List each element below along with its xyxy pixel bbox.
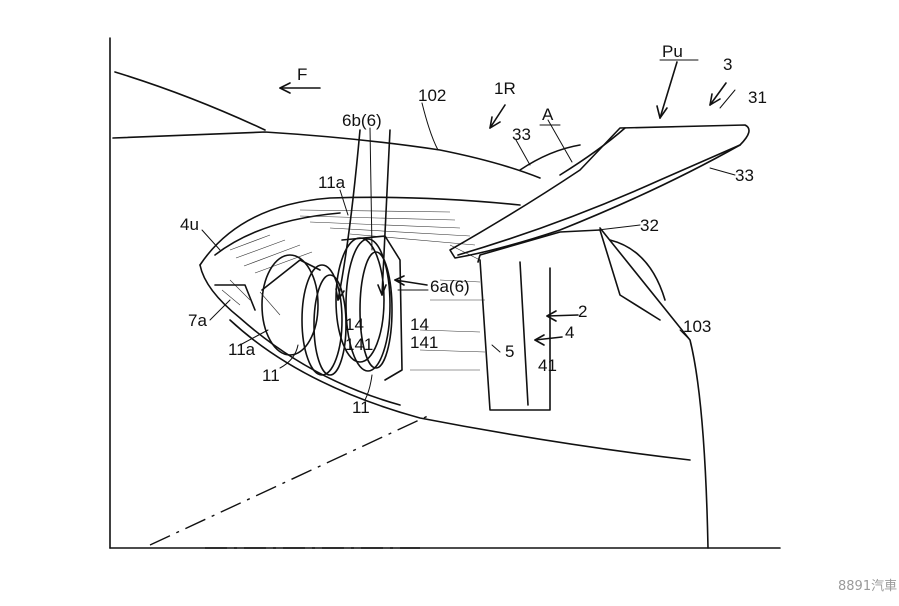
spoiler-leading-edge: [559, 127, 626, 176]
side-duct-outline: [599, 229, 661, 321]
spoiler-stay-33: [519, 144, 581, 171]
housing-lower-edge: [199, 264, 401, 406]
exhaust-back-link: [261, 259, 321, 291]
label-141-left: 141: [345, 335, 373, 354]
housing-top-edge: [199, 196, 521, 266]
label-11a-top: 11a: [318, 173, 346, 192]
label-33-lower: 33: [735, 166, 754, 185]
label-11-left: 11: [262, 366, 280, 385]
label-3: 3: [723, 55, 732, 74]
label-32: 32: [640, 216, 659, 235]
label-103: 103: [683, 317, 711, 336]
diffuser-body: [479, 259, 551, 411]
body-upper-edge: [114, 71, 266, 131]
centerline-diagonal: [149, 414, 431, 546]
label-A: A: [542, 105, 554, 124]
body-top-line: [112, 131, 541, 179]
label-31: 31: [748, 88, 767, 107]
label-14-left: 14: [345, 315, 364, 334]
exhaust-pipe-back-inner: [313, 274, 347, 376]
label-33-upper: 33: [512, 125, 531, 144]
spoiler-trailing-edge: [457, 144, 741, 256]
leader-lines: [201, 89, 736, 401]
label-7a: 7a: [188, 311, 207, 330]
label-6a6: 6a(6): [430, 277, 470, 296]
exhaust-pipe-front-inner: [359, 251, 393, 369]
label-102: 102: [418, 86, 446, 105]
label-41: 41: [538, 356, 557, 375]
side-panel-7a: [214, 284, 256, 311]
label-F: F: [297, 65, 307, 84]
housing-inner-edge: [214, 212, 341, 256]
lower-body-line: [229, 319, 691, 461]
label-5: 5: [505, 342, 514, 361]
spoiler-support-32: [477, 229, 601, 263]
spoiler-wing: [449, 124, 750, 259]
label-14-right: 14: [410, 315, 429, 334]
label-11a-bottom: 11a: [228, 340, 256, 359]
label-11-bottom: 11: [352, 398, 370, 417]
label-1R: 1R: [494, 79, 516, 98]
label-Pu: Pu: [662, 42, 683, 61]
exhaust-front-shell: [341, 235, 403, 381]
exhaust-pipe-back-mid: [301, 264, 343, 376]
label-141-right: 141: [410, 333, 438, 352]
label-4: 4: [565, 323, 574, 342]
arrows: [279, 61, 727, 346]
diffuser-fin: [519, 261, 529, 406]
side-duct-curve: [609, 239, 666, 301]
watermark-text: 8891汽車: [838, 579, 897, 594]
exhaust-pipe-back-outer: [261, 254, 319, 356]
label-4u: 4u: [180, 215, 199, 234]
rear-panel-103: [599, 227, 709, 549]
label-6b6: 6b(6): [342, 111, 382, 130]
label-2: 2: [578, 302, 587, 321]
exhaust-pipe-front-rim: [345, 238, 391, 372]
